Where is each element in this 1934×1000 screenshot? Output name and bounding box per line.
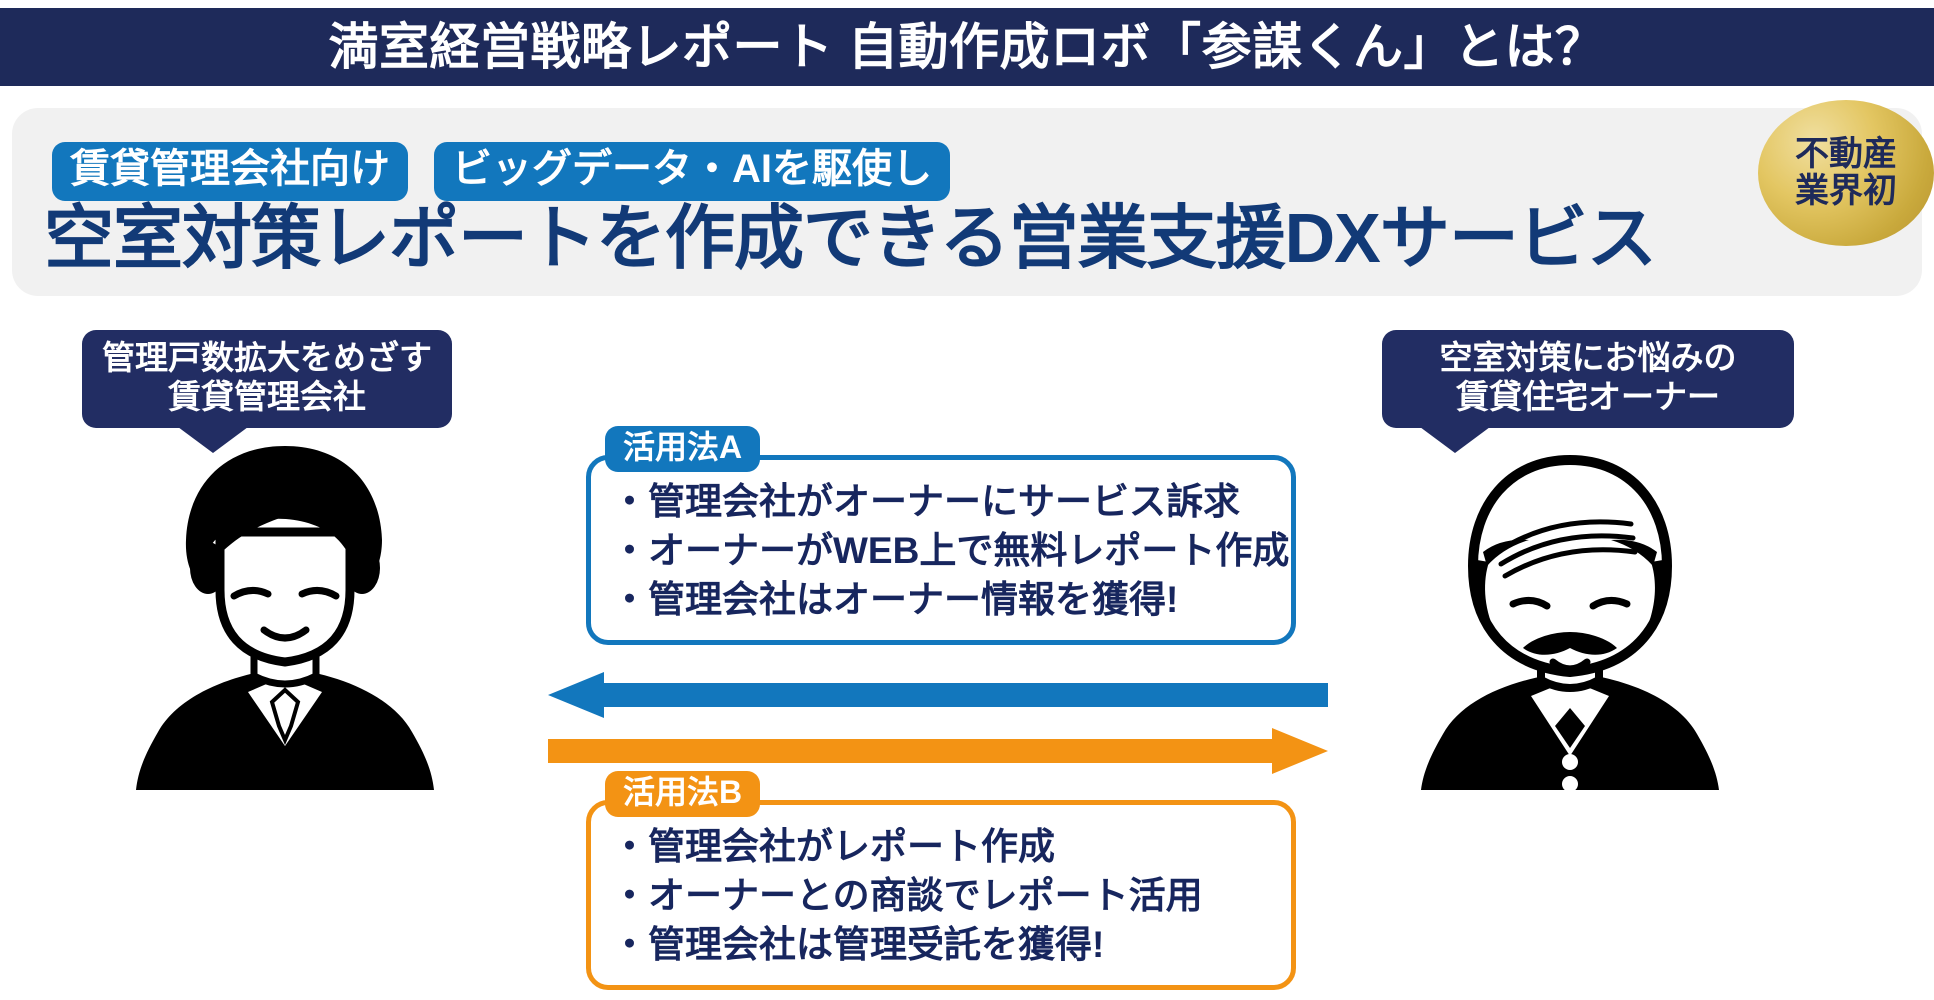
list-item: ・管理会社は管理受託を獲得! xyxy=(611,923,1105,965)
right-person-label: 空室対策にお悩みの 賃貸住宅オーナー xyxy=(1382,330,1794,453)
arrow-right-icon xyxy=(548,728,1328,779)
badge-line-2: 業界初 xyxy=(1795,172,1897,210)
right-person-label-line-1: 空室対策にお悩みの xyxy=(1439,339,1737,376)
hero-tag-row: 賃貸管理会社向け ビッグデータ・AIを駆使し xyxy=(52,142,950,202)
left-person-label-line-1: 管理戸数拡大をめざす xyxy=(102,339,432,376)
elderly-owner-icon xyxy=(1405,440,1735,795)
list-item: ・管理会社はオーナー情報を獲得! xyxy=(611,578,1179,620)
usage-method-a-list: ・管理会社がオーナーにサービス訴求 ・オーナーがWEB上で無料レポート作成 ・管… xyxy=(591,460,1291,640)
industry-first-badge: 不動産 業界初 xyxy=(1758,100,1934,246)
hero-panel xyxy=(12,108,1922,296)
usage-method-b-tag: 活用法B xyxy=(605,771,761,818)
usage-method-b-list: ・管理会社がレポート作成 ・オーナーとの商談でレポート活用 ・管理会社は管理受託… xyxy=(591,805,1291,985)
right-label-tail xyxy=(1420,426,1490,453)
usage-method-a-tag: 活用法A xyxy=(605,426,761,473)
young-businessman-icon xyxy=(120,440,450,795)
list-item: ・管理会社がオーナーにサービス訴求 xyxy=(611,481,1240,522)
list-item: ・オーナーとの商談でレポート活用 xyxy=(611,874,1203,916)
page-title: 満室経営戦略レポート 自動作成ロボ「参謀くん」とは？ xyxy=(328,19,1606,75)
page-title-bar: 満室経営戦略レポート 自動作成ロボ「参謀くん」とは？ xyxy=(0,8,1934,86)
badge-line-1: 不動産 xyxy=(1795,134,1897,173)
hero-tag-technology: ビッグデータ・AIを駆使し xyxy=(434,142,950,202)
hero-headline: 空室対策レポートを作成できる営業支援DXサービス xyxy=(44,199,1657,277)
hero-tag-audience: 賃貸管理会社向け xyxy=(52,142,408,202)
list-item: ・オーナーがWEB上で無料レポート作成 xyxy=(611,529,1290,571)
left-person-label-line-2: 賃貸管理会社 xyxy=(168,377,366,415)
list-item: ・管理会社がレポート作成 xyxy=(611,826,1055,867)
arrow-left-icon xyxy=(548,672,1328,723)
usage-method-b-box: 活用法B ・管理会社がレポート作成 ・オーナーとの商談でレポート活用 ・管理会社… xyxy=(586,771,1296,991)
right-person-label-line-2: 賃貸住宅オーナー xyxy=(1456,377,1720,415)
usage-method-a-box: 活用法A ・管理会社がオーナーにサービス訴求 ・オーナーがWEB上で無料レポート… xyxy=(586,426,1296,646)
left-person-label: 管理戸数拡大をめざす 賃貸管理会社 xyxy=(82,330,452,453)
left-label-tail xyxy=(178,426,248,453)
